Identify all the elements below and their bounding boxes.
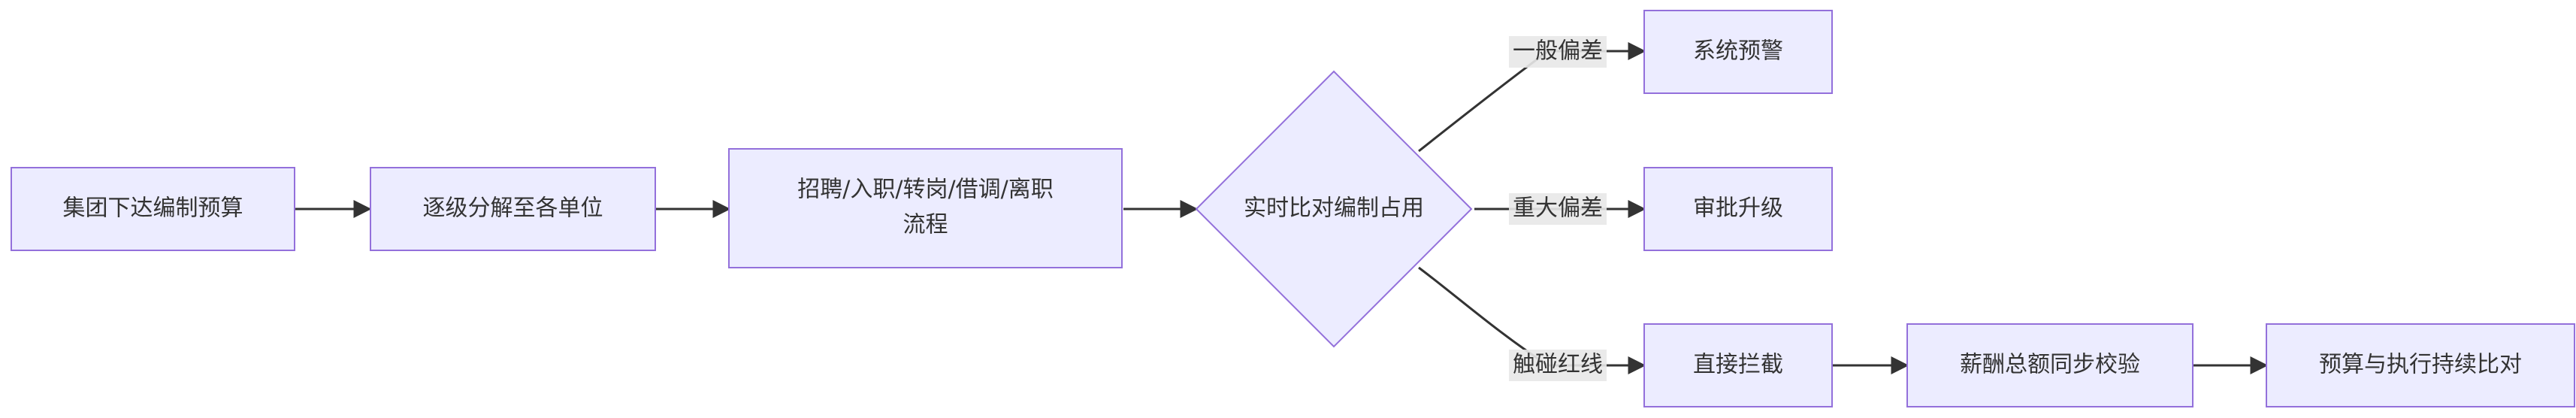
node-break-down-units: 逐级分解至各单位 (370, 167, 656, 251)
svg-text:系统预警: 系统预警 (1693, 38, 1783, 65)
svg-text:一般偏差: 一般偏差 (1513, 38, 1603, 65)
svg-text:实时比对编制占用: 实时比对编制占用 (1244, 195, 1424, 222)
svg-text:逐级分解至各单位: 逐级分解至各单位 (423, 195, 603, 222)
edge-label-redline: 触碰红线 (1509, 350, 1607, 381)
svg-text:触碰红线: 触碰红线 (1513, 352, 1603, 378)
node-budget-exec-compare: 预算与执行持续比对 (2266, 323, 2575, 407)
edge-label-major: 重大偏差 (1509, 193, 1607, 225)
svg-text:直接拦截: 直接拦截 (1693, 352, 1783, 378)
node-hr-process: 招聘/入职/转岗/借调/离职 流程 (728, 148, 1123, 268)
node-payroll-sync-check: 薪酬总额同步校验 (1906, 323, 2194, 407)
node-approval-escalation: 审批升级 (1643, 167, 1833, 251)
svg-text:审批升级: 审批升级 (1693, 195, 1783, 222)
svg-text:招聘/入职/转岗/借调/离职: 招聘/入职/转岗/借调/离职 (797, 177, 1053, 203)
svg-text:薪酬总额同步校验: 薪酬总额同步校验 (1960, 352, 2140, 378)
svg-text:重大偏差: 重大偏差 (1513, 195, 1603, 222)
svg-text:集团下达编制预算: 集团下达编制预算 (63, 195, 243, 222)
edge-label-general: 一般偏差 (1509, 36, 1607, 68)
node-group-issue-budget: 集团下达编制预算 (11, 167, 295, 251)
svg-text:流程: 流程 (903, 212, 948, 238)
node-system-warning: 系统预警 (1643, 10, 1833, 94)
node-direct-block: 直接拦截 (1643, 323, 1833, 407)
node-realtime-compare: 实时比对编制占用 (1195, 70, 1473, 348)
svg-text:预算与执行持续比对: 预算与执行持续比对 (2319, 352, 2522, 378)
